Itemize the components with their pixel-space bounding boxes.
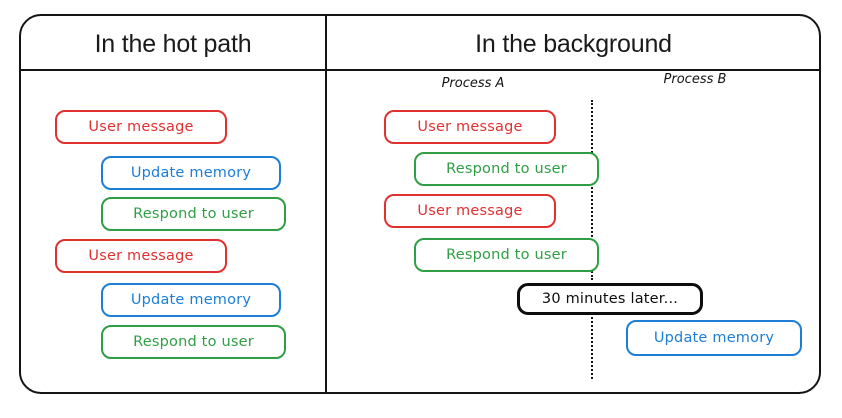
- hot-path-step-respond-to-user-2: Respond to user: [101, 325, 286, 359]
- background-process-a-step-user-message-1: User message: [384, 110, 556, 144]
- header-separator-line: [19, 69, 821, 71]
- process-divider-dotted-lower: [591, 313, 593, 379]
- background-process-a-step-user-message-2: User message: [384, 194, 556, 228]
- hot-path-step-respond-to-user-1: Respond to user: [101, 197, 286, 231]
- hot-path-step-user-message-2: User message: [55, 239, 227, 273]
- panel-title-hot-path: In the hot path: [94, 30, 252, 58]
- hot-path-step-update-memory-1: Update memory: [101, 156, 281, 190]
- background-process-b-step-update-memory: Update memory: [626, 320, 802, 356]
- time-elapsed-note: 30 minutes later...: [517, 283, 703, 315]
- column-divider-line: [325, 14, 327, 394]
- panel-title-background: In the background: [475, 30, 672, 58]
- process-a-label: Process A: [441, 76, 505, 91]
- background-process-a-step-respond-to-user-1: Respond to user: [414, 152, 599, 186]
- process-divider-dotted-upper: [591, 100, 593, 280]
- hot-path-step-update-memory-2: Update memory: [101, 283, 281, 317]
- background-process-a-step-respond-to-user-2: Respond to user: [414, 238, 599, 272]
- hot-path-step-user-message-1: User message: [55, 110, 227, 144]
- process-b-label: Process B: [663, 72, 727, 87]
